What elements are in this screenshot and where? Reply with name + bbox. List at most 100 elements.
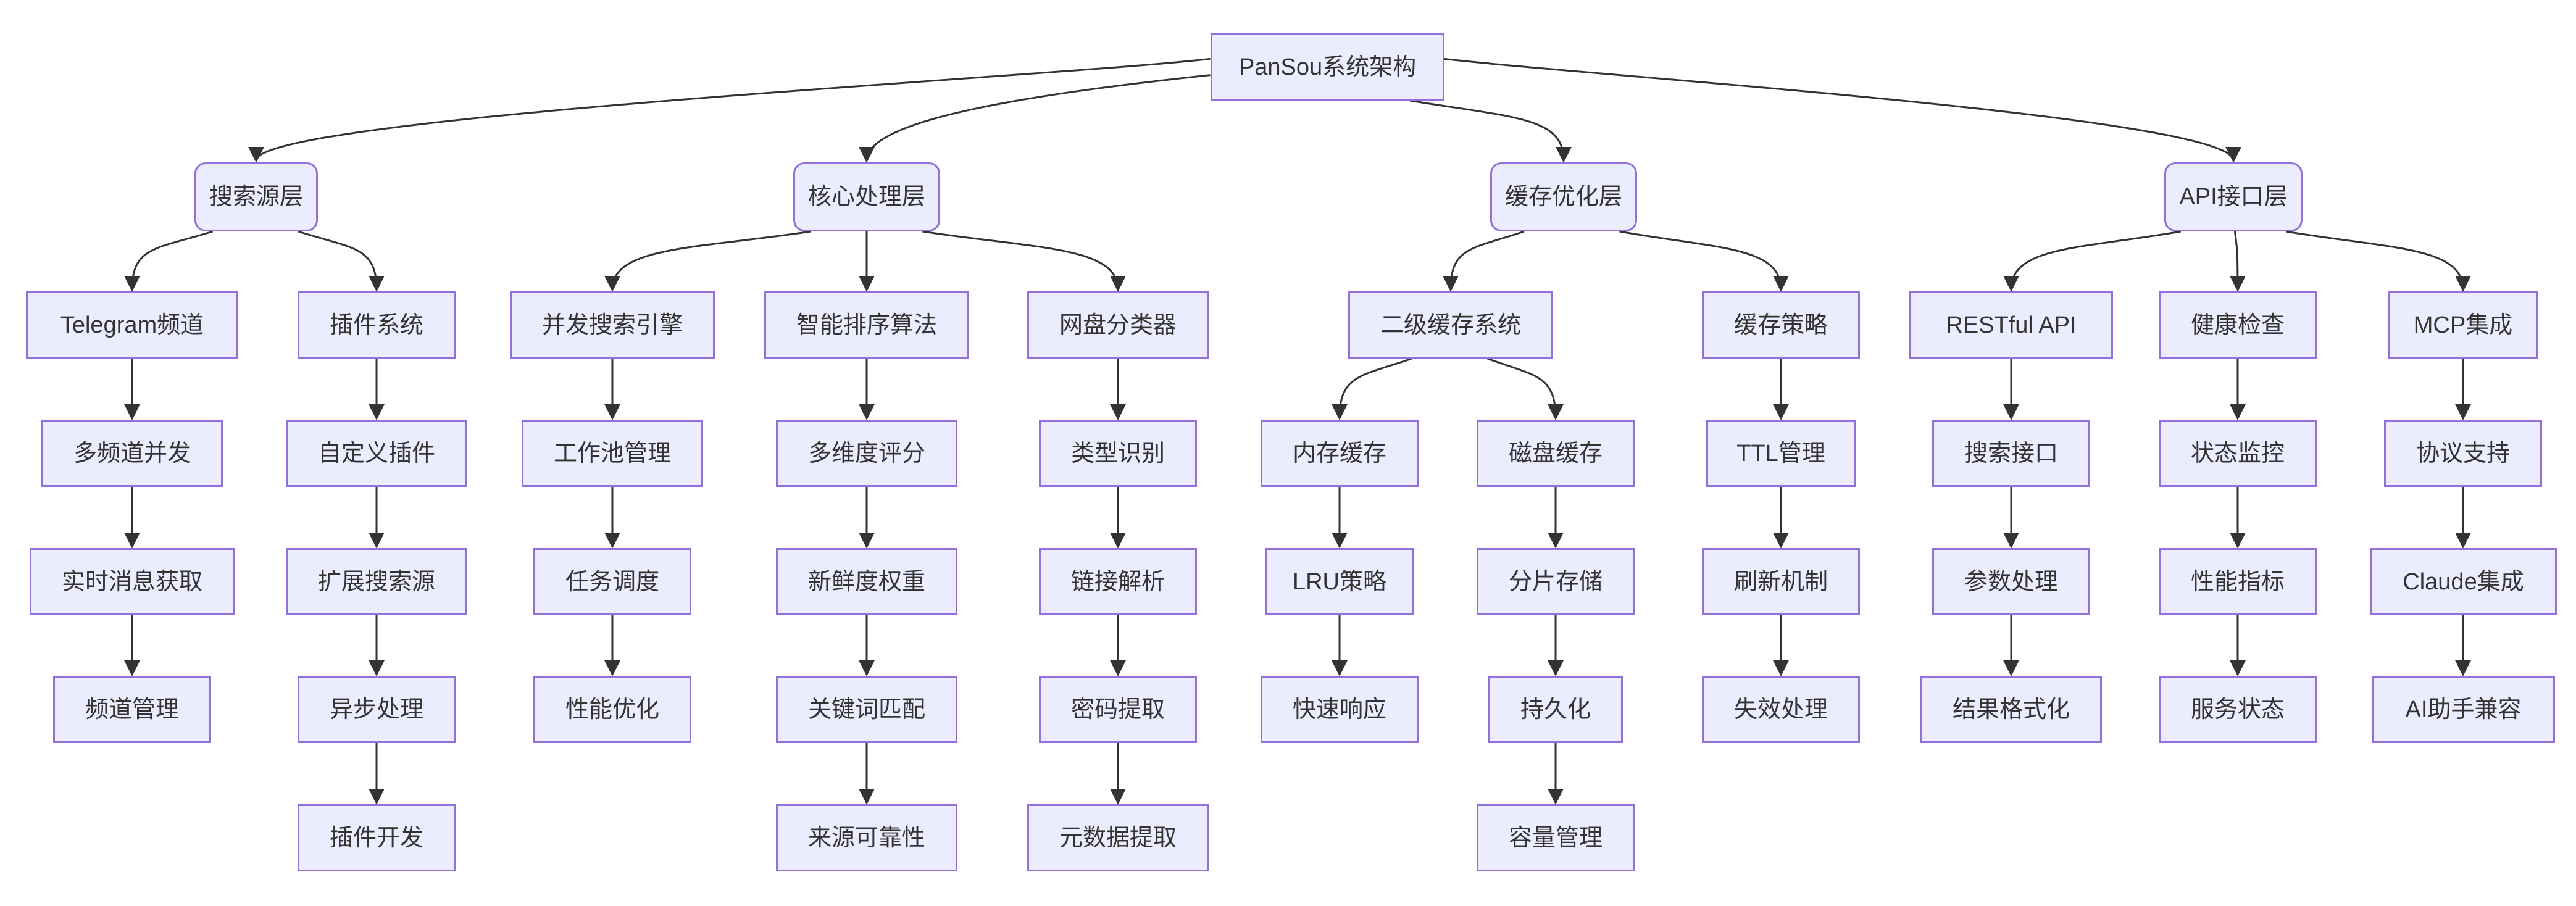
node-fast-resp: 快速响应: [1261, 676, 1419, 743]
node-channel-mgmt: 频道管理: [53, 676, 211, 743]
node-keyword: 关键词匹配: [776, 676, 957, 743]
node-label: 自定义插件: [317, 440, 435, 467]
node-task-sched: 任务调度: [533, 548, 691, 615]
edge-layer-search-telegram: [124, 230, 214, 292]
node-perf-opt: 性能优化: [533, 676, 691, 743]
node-layer-search: 搜索源层: [194, 162, 318, 231]
node-label: 异步处理: [329, 696, 423, 723]
node-label: 实时消息获取: [61, 568, 202, 595]
node-l2-cache: 二级缓存系统: [1348, 291, 1553, 359]
node-persist: 持久化: [1488, 676, 1623, 743]
node-label: PanSou系统架构: [1238, 54, 1417, 80]
node-protocol: 协议支持: [2384, 420, 2542, 487]
node-service-status: 服务状态: [2159, 676, 2317, 743]
edge-root-layer-search: [248, 57, 1211, 163]
node-restful-api: RESTful API: [1909, 291, 2113, 359]
edge-layer-core-pan-classifier: [922, 230, 1126, 292]
edge-layer-api-mcp: [2285, 230, 2471, 292]
node-label: 失效处理: [1733, 696, 1828, 723]
node-label: 参数处理: [1964, 568, 2058, 595]
node-root: PanSou系统架构: [1211, 33, 1444, 101]
edge-root-layer-cache: [1409, 99, 1572, 163]
node-perf-metric: 性能指标: [2159, 548, 2317, 615]
node-label: RESTful API: [1946, 312, 2077, 338]
node-label: 内存缓存: [1292, 440, 1386, 467]
node-layer-api: API接口层: [2164, 162, 2303, 231]
node-rank-algo: 智能排序算法: [764, 291, 969, 359]
edge-layer-core-concurrent-engine: [604, 230, 811, 292]
node-status-monitor: 状态监控: [2159, 420, 2317, 487]
node-capacity: 容量管理: [1477, 804, 1635, 871]
edge-layer-api-restful-api: [2003, 230, 2182, 292]
node-label: 二级缓存系统: [1380, 312, 1521, 338]
node-label: 持久化: [1520, 696, 1591, 723]
node-type-detect: 类型识别: [1039, 420, 1197, 487]
node-label: 容量管理: [1508, 825, 1603, 851]
node-label: Telegram频道: [60, 312, 204, 338]
node-invalid: 失效处理: [1702, 676, 1860, 743]
node-mem-cache: 内存缓存: [1261, 420, 1419, 487]
node-label: 结果格式化: [1952, 696, 2070, 723]
node-custom-plugin: 自定义插件: [286, 420, 467, 487]
node-label: 多维度评分: [807, 440, 925, 467]
node-label: 新鲜度权重: [807, 568, 925, 595]
node-realtime-msg: 实时消息获取: [30, 548, 235, 615]
node-label: LRU策略: [1292, 568, 1387, 595]
node-cache-strategy: 缓存策略: [1702, 291, 1860, 359]
node-label: 并发搜索引擎: [541, 312, 683, 338]
node-label: 频道管理: [85, 696, 179, 723]
node-password: 密码提取: [1039, 676, 1197, 743]
node-async: 异步处理: [298, 676, 456, 743]
node-label: 扩展搜索源: [317, 568, 435, 595]
node-ai-compat: AI助手兼容: [2372, 676, 2555, 743]
node-label: 关键词匹配: [807, 696, 925, 723]
node-label: 缓存优化层: [1504, 184, 1622, 210]
node-label: 快速响应: [1292, 696, 1386, 723]
node-label: 磁盘缓存: [1508, 440, 1603, 467]
node-label: TTL管理: [1736, 440, 1825, 467]
node-label: 服务状态: [2190, 696, 2285, 723]
node-label: 协议支持: [2416, 440, 2510, 467]
node-label: 智能排序算法: [796, 312, 937, 338]
node-label: MCP集成: [2413, 312, 2513, 338]
node-label: 来源可靠性: [807, 825, 925, 851]
node-label: 刷新机制: [1733, 568, 1828, 595]
edge-root-layer-api: [1444, 57, 2241, 163]
node-freshness: 新鲜度权重: [776, 548, 957, 615]
node-layer-cache: 缓存优化层: [1490, 162, 1637, 231]
node-label: 搜索接口: [1964, 440, 2058, 467]
node-label: Claude集成: [2403, 568, 2524, 595]
node-label: 状态监控: [2190, 440, 2285, 467]
node-layer-core: 核心处理层: [793, 162, 940, 231]
node-ttl: TTL管理: [1706, 420, 1856, 487]
node-label: 性能指标: [2190, 568, 2285, 595]
edge-l2-cache-mem-cache: [1332, 357, 1412, 420]
node-search-api: 搜索接口: [1932, 420, 2090, 487]
node-label: 缓存策略: [1733, 312, 1828, 338]
node-concurrent-engine: 并发搜索引擎: [510, 291, 715, 359]
node-refresh: 刷新机制: [1702, 548, 1860, 615]
node-shard: 分片存储: [1477, 548, 1635, 615]
node-mcp: MCP集成: [2388, 291, 2538, 359]
node-health-check: 健康检查: [2159, 291, 2317, 359]
edge-l2-cache-disk-cache: [1486, 357, 1564, 420]
edge-root-layer-core: [859, 74, 1211, 163]
node-result-fmt: 结果格式化: [1920, 676, 2102, 743]
node-label: 插件开发: [329, 825, 423, 851]
node-label: 工作池管理: [553, 440, 671, 467]
node-label: AI助手兼容: [2405, 696, 2522, 723]
node-label: 密码提取: [1070, 696, 1165, 723]
node-lru: LRU策略: [1265, 548, 1414, 615]
node-label: 核心处理层: [807, 184, 925, 210]
node-plugin-dev: 插件开发: [298, 804, 456, 871]
node-label: API接口层: [2179, 184, 2288, 210]
node-multi-channel: 多频道并发: [41, 420, 223, 487]
node-claude: Claude集成: [2370, 548, 2557, 615]
node-label: 搜索源层: [209, 184, 303, 210]
node-plugin-sys: 插件系统: [298, 291, 456, 359]
node-telegram: Telegram频道: [26, 291, 238, 359]
node-param: 参数处理: [1932, 548, 2090, 615]
node-label: 任务调度: [565, 568, 659, 595]
edge-layer-cache-l2-cache: [1443, 230, 1525, 292]
